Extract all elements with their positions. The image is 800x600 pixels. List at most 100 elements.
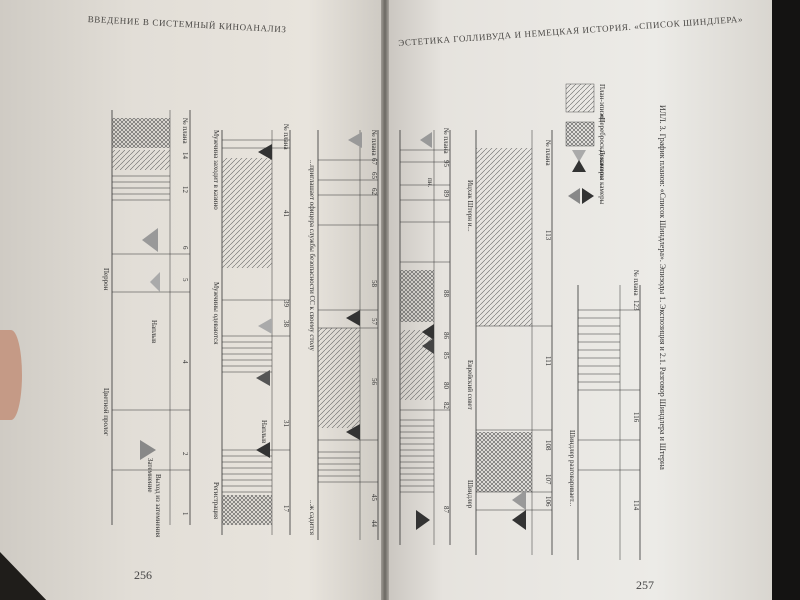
- shot-number: 56: [370, 378, 378, 386]
- right-band-3: № плана 123 116 114 Шиндлер разговаривае…: [568, 270, 641, 560]
- shot-number: 38: [282, 320, 290, 328]
- shot-number: 17: [282, 505, 290, 513]
- section-label: ...приглашает офицера службы безопасност…: [308, 160, 316, 351]
- shot-number: 114: [632, 500, 640, 511]
- section-label: Мужчина заходит в казино: [212, 130, 220, 210]
- right-band-1: № плана 95 89 88 86 85 80 82 87 пн.: [399, 128, 451, 545]
- shot-number: 82: [442, 402, 450, 410]
- shot-number: 107: [544, 474, 552, 485]
- shot-number: 44: [370, 520, 378, 528]
- legend-label: «Переброска» камеры: [598, 114, 606, 180]
- camera-move-icon: [420, 132, 432, 148]
- shot-number: 45: [370, 494, 378, 502]
- camera-move-icon: [512, 490, 526, 510]
- right-b1-diag-block: [400, 330, 434, 400]
- section-label: Мужчины одеваются: [212, 282, 220, 345]
- shot-number: 95: [442, 160, 450, 168]
- shot-number: 2: [181, 452, 189, 456]
- page-number-right: 257: [636, 578, 654, 592]
- right-b2-diag-block: [476, 148, 532, 326]
- shot-number: 85: [442, 352, 450, 360]
- right-band-2: № плана 113 111 108 107 106 Еврейский со…: [466, 130, 553, 555]
- shot-number: 14: [181, 152, 189, 160]
- camera-move-icon: [150, 272, 160, 292]
- camera-move-icon: [256, 370, 270, 386]
- inner-label: пн.: [426, 178, 434, 187]
- shot-number: 106: [544, 496, 552, 507]
- shot-number: 1: [181, 512, 189, 516]
- inner-label: Наплыв: [150, 320, 158, 344]
- shot-no-label: № плана: [544, 140, 552, 167]
- shot-no-label: № плана: [442, 128, 450, 155]
- camera-move-icon: [140, 440, 156, 460]
- shot-number: 111: [544, 356, 552, 366]
- shot-number: 39: [282, 300, 290, 308]
- left-band-1: № плана 14 12 6 5 4 2 1 Перрон Цветной п…: [102, 110, 191, 538]
- camera-move-icon: [346, 424, 360, 440]
- section-label: ...ж садится: [308, 500, 316, 536]
- shot-number: 87: [442, 506, 450, 514]
- shot-number: 4: [181, 360, 189, 364]
- shot-number: 31: [282, 420, 290, 428]
- shot-number: 41: [282, 210, 290, 218]
- book-cover-edge: [772, 0, 800, 600]
- shot-no-label: № плана: [370, 130, 378, 157]
- right-b1-hatch-block: [400, 270, 434, 322]
- camera-move-icon: [258, 318, 272, 334]
- camera-triangles-icon: [568, 150, 594, 204]
- shot-no-label: № плана: [632, 270, 640, 297]
- thumb: [0, 330, 22, 420]
- camera-move-icon: [422, 338, 434, 354]
- shot-number: 58: [370, 280, 378, 288]
- left-band-3: № плана 67 65 62 58 57 56 45 44 ...пригл…: [308, 130, 379, 540]
- camera-move-icon: [416, 510, 430, 530]
- camera-move-icon: [346, 310, 360, 326]
- section-label: Перрон: [102, 268, 110, 291]
- left-page: [0, 0, 385, 600]
- legend: Движения камеры «Переброска» камеры План…: [565, 83, 606, 205]
- shot-number: 57: [370, 318, 378, 326]
- shot-number: 88: [442, 290, 450, 298]
- left-b1-hatch-block: [112, 118, 170, 148]
- camera-move-icon: [256, 442, 270, 458]
- crosshatch-swatch-icon: [565, 121, 595, 147]
- shot-number: 65: [370, 172, 378, 180]
- inner-label: Выход из затемнения: [154, 474, 162, 538]
- shot-no-label: № плана: [181, 118, 189, 145]
- section-label: Шиндлер: [466, 480, 474, 509]
- left-b2-diag-block: [222, 158, 272, 268]
- camera-move-icon: [512, 510, 526, 530]
- shot-number: 12: [181, 186, 189, 194]
- shot-number: 108: [544, 440, 552, 451]
- shot-number: 116: [632, 412, 640, 423]
- inner-label: Наплыв: [260, 420, 268, 444]
- section-label: Еврейский совет: [466, 360, 474, 410]
- shot-number: 6: [181, 246, 189, 250]
- shot-number: 67: [370, 158, 378, 166]
- section-label: Цветной пролог: [102, 388, 110, 436]
- section-label: Шиндлер разговаривает...: [568, 430, 576, 507]
- camera-move-icon: [422, 324, 434, 340]
- camera-move-icon: [348, 132, 362, 148]
- shot-number: 89: [442, 190, 450, 198]
- book-spine: [381, 0, 389, 600]
- inner-label: Затемнение: [146, 458, 154, 492]
- shot-no-label: № плана: [282, 124, 290, 151]
- section-label: Регистрация: [212, 482, 220, 520]
- legend-label: План-эпизод: [598, 84, 606, 122]
- legend-label: Движения камеры: [598, 150, 606, 205]
- shot-number: 113: [544, 230, 552, 241]
- section-label: Ицхак Штерн и...: [466, 180, 474, 232]
- camera-move-icon: [142, 228, 158, 252]
- page-number-left: 256: [134, 568, 152, 582]
- shot-number: 5: [181, 278, 189, 282]
- shot-number: 62: [370, 188, 378, 196]
- shot-number: 123: [632, 300, 640, 311]
- shot-number: 86: [442, 332, 450, 340]
- figure-caption: ИЛЛ. 3. График планов: «Список Шиндлера»…: [658, 105, 667, 470]
- diagonal-hatch-swatch-icon: [565, 83, 595, 113]
- camera-move-icon: [258, 144, 272, 160]
- left-b1-diag-block: [112, 150, 170, 170]
- right-b2-hatch-block: [476, 432, 532, 492]
